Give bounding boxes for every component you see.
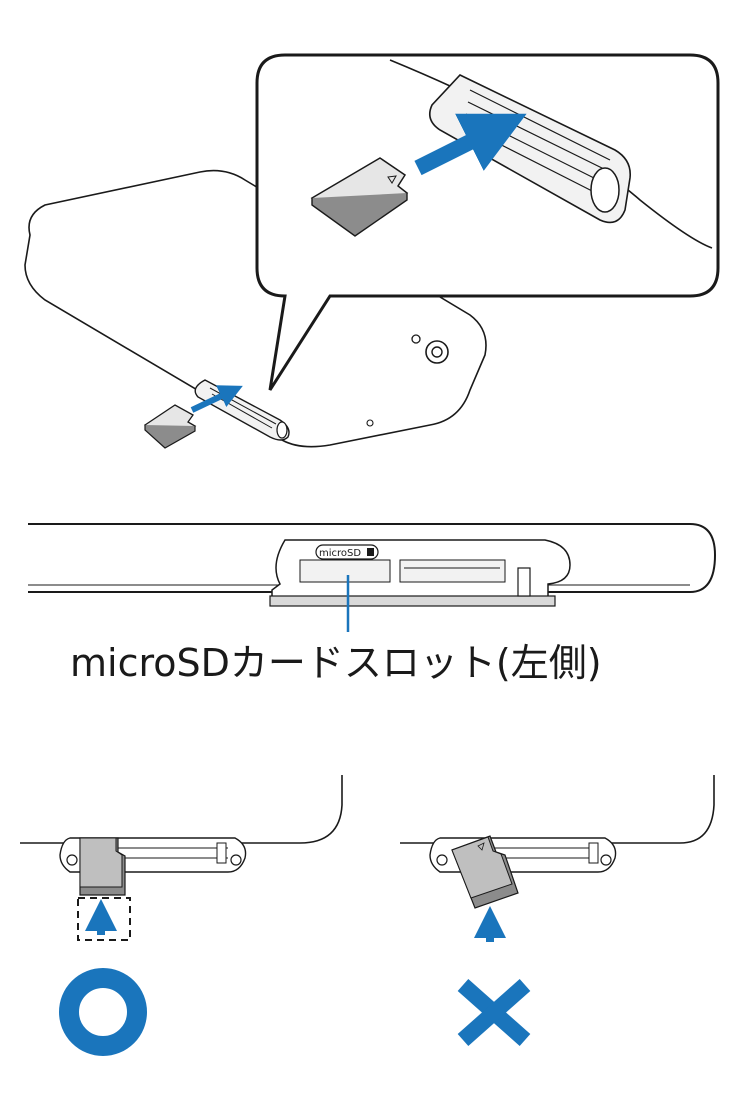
phone-back-illustration <box>24 169 487 449</box>
incorrect-example <box>400 775 715 1046</box>
phone-side-view: microSD <box>28 523 717 632</box>
insert-arrow-icon-large <box>414 113 527 176</box>
slot-caption: microSDカードスロット(左側) <box>70 641 602 685</box>
incorrect-cross-icon <box>457 979 531 1046</box>
microsd-slot-tag: microSD <box>315 544 379 560</box>
insert-arrow-icon <box>190 385 243 413</box>
flash <box>411 334 421 344</box>
slot-tag-label: microSD <box>319 548 361 559</box>
slot-tray-enlarged <box>429 74 632 224</box>
card-tilted <box>451 835 519 909</box>
phone-body <box>24 169 487 448</box>
correct-circle-icon <box>59 968 147 1056</box>
card-outline-dashed <box>77 897 131 941</box>
microsd-card-enlarged <box>310 157 409 237</box>
card-straight <box>79 837 126 896</box>
correct-example <box>20 775 343 1056</box>
zoom-callout <box>255 53 720 391</box>
microsd-card-small <box>143 404 197 449</box>
slot-cover <box>269 539 571 607</box>
